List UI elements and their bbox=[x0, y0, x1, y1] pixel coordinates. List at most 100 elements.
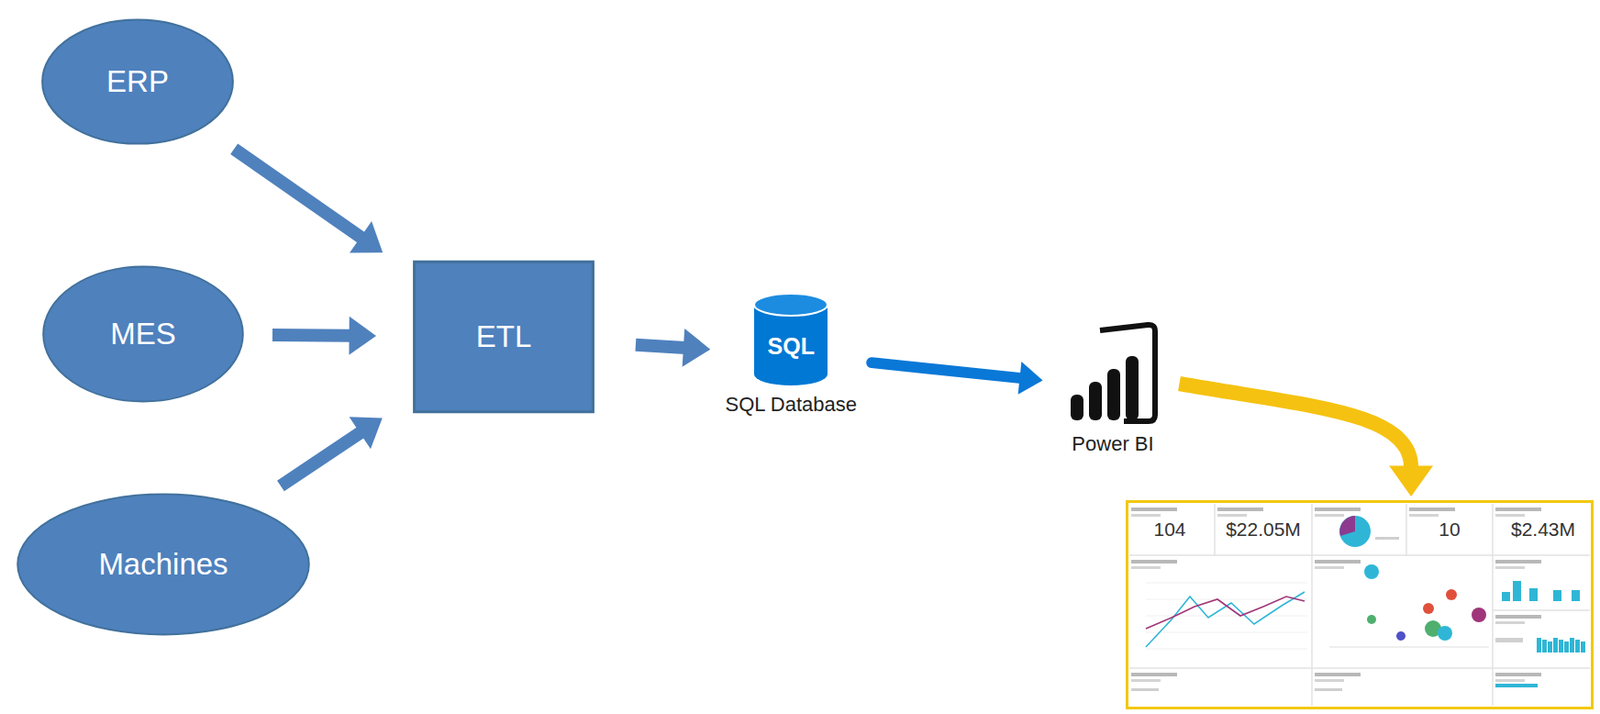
ellipse-shape bbox=[42, 19, 234, 144]
node-caption: SQL Database bbox=[725, 392, 858, 417]
kpi-value: $22.05M bbox=[1225, 518, 1301, 541]
logo-bar bbox=[1125, 355, 1139, 421]
tile-title-bar bbox=[1495, 614, 1542, 619]
connector-arrow bbox=[272, 316, 377, 356]
tile-title-bar bbox=[1495, 559, 1542, 564]
tile-title-bar bbox=[1495, 672, 1542, 677]
connector-arrow bbox=[280, 416, 383, 486]
scatter-dot bbox=[1445, 588, 1457, 600]
ellipse-shape bbox=[43, 266, 244, 402]
bar bbox=[1553, 589, 1562, 601]
ellipse-shape bbox=[17, 494, 310, 635]
tile-divider bbox=[1311, 555, 1313, 706]
legend-bar bbox=[1375, 536, 1400, 540]
dashboard-frame bbox=[1127, 501, 1593, 709]
connector-line bbox=[233, 148, 363, 238]
bar bbox=[1512, 580, 1522, 601]
connector-line bbox=[272, 328, 352, 343]
powerbi-logo bbox=[1059, 319, 1167, 427]
powerbi-icon: Power BI bbox=[1055, 319, 1171, 456]
tile-subtitle-bar bbox=[1131, 678, 1161, 682]
cylinder-body bbox=[754, 304, 828, 386]
source-ellipse: MES bbox=[41, 265, 245, 403]
scatter-dot bbox=[1422, 602, 1434, 614]
rect-shape bbox=[414, 261, 594, 412]
grid-line bbox=[1145, 582, 1308, 584]
connector-line bbox=[871, 362, 1022, 378]
tile-title-bar bbox=[1409, 507, 1456, 512]
arrow-head bbox=[348, 316, 377, 356]
tile-title-bar bbox=[1314, 559, 1361, 564]
tile-divider bbox=[1129, 666, 1590, 669]
bar bbox=[1571, 589, 1580, 601]
bar bbox=[1131, 688, 1159, 691]
tile-divider bbox=[1129, 554, 1590, 556]
connector-arrow bbox=[1179, 383, 1434, 497]
arrow-head bbox=[682, 328, 712, 367]
scatter-dot bbox=[1396, 631, 1406, 641]
logo-bar bbox=[1070, 394, 1084, 421]
scatter-dot bbox=[1437, 625, 1453, 641]
grid-line bbox=[1145, 648, 1308, 650]
tile-divider bbox=[1213, 503, 1216, 556]
connector-arrow bbox=[233, 148, 383, 253]
bar bbox=[1547, 641, 1553, 653]
tile-subtitle-bar bbox=[1409, 513, 1439, 517]
logo-bar bbox=[1107, 368, 1121, 421]
node-label: MES bbox=[110, 316, 177, 352]
connector-line bbox=[280, 432, 362, 487]
tile-divider bbox=[1492, 609, 1590, 612]
scatter-dot bbox=[1471, 607, 1487, 623]
bar bbox=[1553, 637, 1558, 653]
scatter-dot bbox=[1364, 564, 1379, 579]
source-ellipse: Machines bbox=[14, 492, 312, 636]
pie-back bbox=[1339, 515, 1371, 547]
bar bbox=[1558, 639, 1564, 653]
tile-title-bar bbox=[1131, 507, 1178, 512]
bar bbox=[1495, 637, 1523, 643]
tile-subtitle-bar bbox=[1217, 513, 1247, 517]
bar bbox=[1564, 641, 1569, 653]
bar bbox=[1542, 639, 1547, 653]
tile-subtitle-bar bbox=[1314, 513, 1345, 517]
process-box: ETL bbox=[412, 260, 595, 413]
grid-line bbox=[1145, 615, 1308, 617]
dashboard-picture: 104 $22.05M 10 $2.43M bbox=[1125, 500, 1594, 710]
tile-subtitle-bar bbox=[1495, 513, 1525, 517]
tile-subtitle-bar bbox=[1131, 513, 1161, 517]
bar bbox=[1580, 641, 1586, 653]
scatter-dot bbox=[1366, 614, 1377, 624]
bar bbox=[1575, 639, 1580, 653]
axis-line bbox=[1329, 646, 1489, 648]
bar bbox=[1569, 637, 1575, 653]
connector-line bbox=[635, 344, 686, 348]
bar bbox=[1536, 637, 1542, 653]
tile-title-bar bbox=[1314, 507, 1361, 512]
tile-subtitle-bar bbox=[1131, 566, 1161, 569]
tile-subtitle-bar bbox=[1314, 678, 1345, 682]
kpi-value: $2.43M bbox=[1511, 518, 1576, 541]
cylinder-top bbox=[754, 293, 828, 316]
tile-divider bbox=[1311, 503, 1313, 556]
line-series bbox=[1145, 591, 1305, 647]
bar bbox=[1495, 683, 1538, 688]
grid-line bbox=[1145, 632, 1308, 634]
kpi-value: 10 bbox=[1438, 518, 1460, 541]
database-icon: SQL SQL Database bbox=[721, 291, 861, 417]
source-ellipse: ERP bbox=[40, 18, 235, 145]
pie-slice bbox=[1339, 515, 1356, 536]
tile-title-bar bbox=[1314, 672, 1361, 677]
tile-subtitle-bar bbox=[1495, 678, 1525, 682]
tile-subtitle-bar bbox=[1495, 566, 1525, 569]
node-label: ERP bbox=[106, 64, 169, 100]
node-label: ETL bbox=[476, 319, 533, 355]
node-caption: Power BI bbox=[1071, 432, 1154, 456]
bar bbox=[1314, 688, 1343, 691]
powerbi-drawing bbox=[1059, 319, 1167, 427]
database-cylinder: SQL bbox=[752, 291, 830, 388]
icon-label: SQL bbox=[767, 333, 815, 360]
kpi-value: 104 bbox=[1153, 518, 1186, 541]
bar bbox=[1501, 591, 1511, 601]
logo-bar bbox=[1088, 381, 1102, 421]
